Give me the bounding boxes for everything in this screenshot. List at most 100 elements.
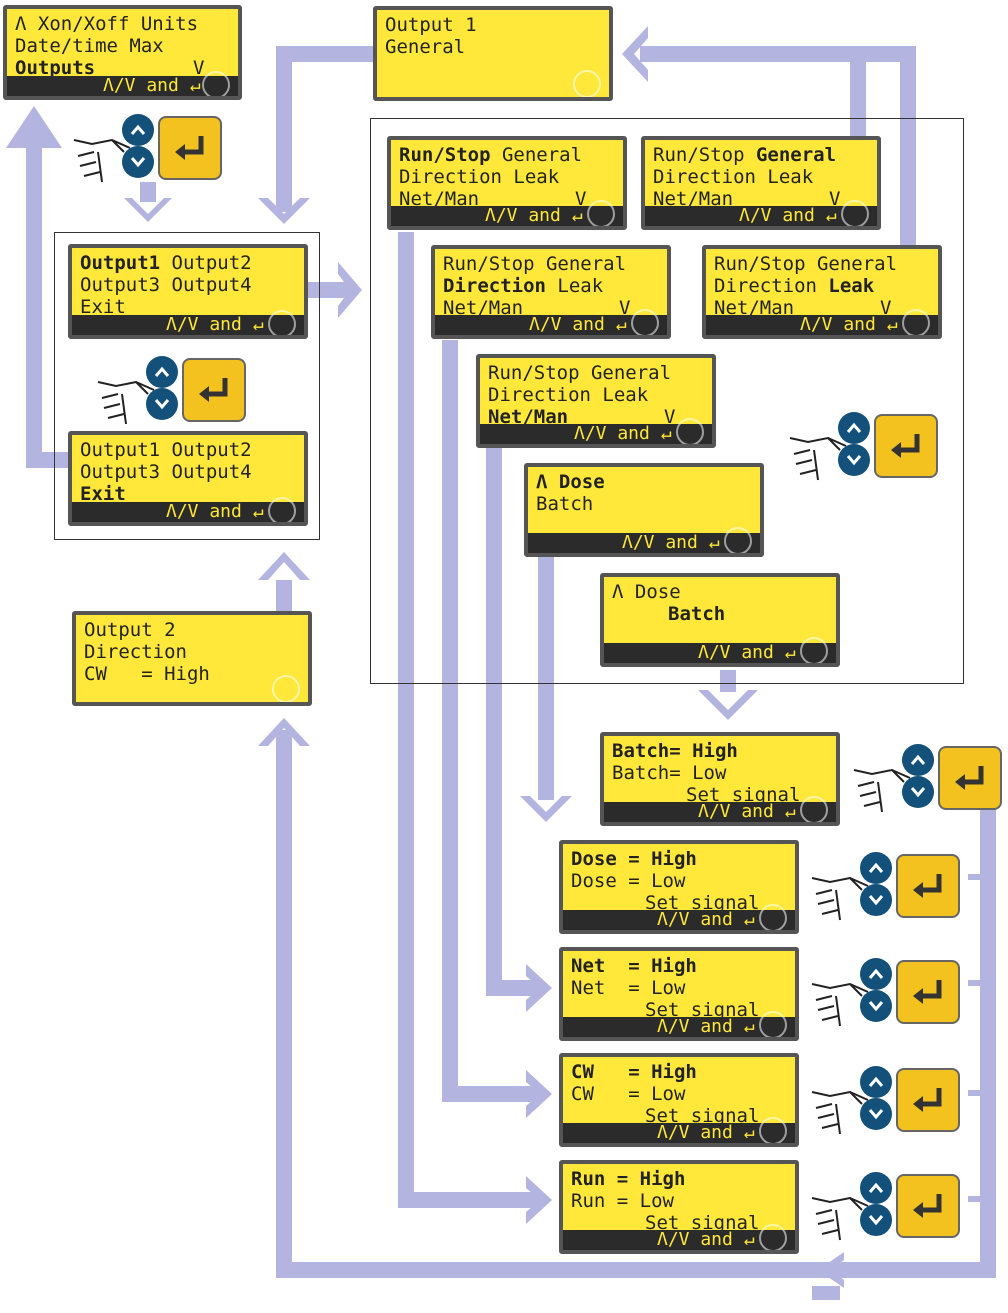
lcd-line: Date/time Max [15, 35, 164, 57]
option-output2: Output2 [160, 252, 252, 274]
lcd-line: Set signal [645, 999, 760, 1021]
enter-key-icon[interactable] [896, 1174, 960, 1238]
option-leak: Leak [828, 275, 875, 297]
up-arrow-key-icon[interactable] [860, 1066, 892, 1098]
enter-key-icon[interactable] [874, 414, 938, 478]
more-down-indicator: V [619, 297, 631, 319]
lcd-line: Run/Stop General [488, 362, 672, 384]
lcd-signal-batch: Batch= High Batch= Low Set signal Λ/V an… [600, 732, 840, 826]
pointing-hand-icon [811, 1196, 869, 1241]
down-arrow-key-icon[interactable] [860, 1098, 892, 1130]
lcd-line: Run/Stop General [443, 253, 627, 275]
nav-hint: Λ/V and ↵ [657, 1122, 755, 1143]
lcd-line: Λ Xon/Xoff Units [15, 13, 199, 35]
down-arrow-key-icon[interactable] [860, 884, 892, 916]
option-general: General [755, 144, 837, 166]
lcd-line-selected: Run = High [571, 1168, 686, 1190]
lcd-status-bar: Λ/V and ↵ [7, 76, 238, 96]
lcd-status-bar: Λ/V and ↵ [528, 533, 760, 553]
down-arrow-key-icon[interactable] [902, 776, 934, 808]
lcd-output1-general: Output 1 General [373, 6, 613, 101]
lcd-line: Net = Low [571, 977, 686, 999]
status-ring-icon [759, 1011, 787, 1037]
nav-hint: Λ/V and ↵ [574, 423, 672, 444]
down-arrow-key-icon[interactable] [122, 146, 154, 178]
up-arrow-key-icon[interactable] [902, 744, 934, 776]
status-ring-icon [759, 1224, 787, 1250]
lcd-fn-dose: Λ Dose Batch Λ/V and ↵ [524, 463, 764, 557]
status-ring-icon [800, 796, 828, 822]
lcd-line: Run/Stop General [653, 144, 836, 166]
lcd-signal-run: Run = High Run = Low Set signal Λ/V and … [559, 1160, 799, 1254]
nav-hint: Λ/V and ↵ [529, 314, 627, 335]
lcd-line: Output3 Output4 [80, 461, 252, 483]
down-arrow-key-icon[interactable] [838, 444, 870, 476]
nav-hint: Λ/V and ↵ [698, 642, 796, 663]
up-arrow-key-icon[interactable] [860, 958, 892, 990]
lcd-line-selected: Net/Man [488, 406, 569, 428]
option-leak: Leak [545, 275, 604, 297]
lcd-output-select-exit: Output1 Output2 Output3 Output4 Exit Λ/V… [68, 431, 308, 526]
lcd-fn-general: Run/Stop General Direction Leak Net/Man … [641, 136, 881, 230]
down-arrow-key-icon[interactable] [860, 1204, 892, 1236]
lcd-status-bar: Λ/V and ↵ [391, 206, 623, 226]
lcd-line: Direction Leak [443, 275, 603, 297]
lcd-line-selected: Batch [668, 603, 726, 625]
up-arrow-key-icon[interactable] [860, 1172, 892, 1204]
lcd-line: Run/Stop General [399, 144, 582, 166]
lcd-fn-leak: Run/Stop General Direction Leak Net/Man … [702, 245, 942, 339]
lcd-line: Direction [84, 641, 187, 663]
down-arrow-key-icon[interactable] [146, 388, 178, 420]
lcd-line: Λ Dose [612, 581, 681, 603]
output-select-frame [54, 232, 320, 540]
status-ring-icon [272, 675, 300, 702]
nav-hint: Λ/V and ↵ [103, 75, 201, 96]
lcd-line-selected: Exit [80, 483, 126, 505]
lcd-line: Net/Man [714, 297, 795, 319]
lcd-line: Run = Low [571, 1190, 674, 1212]
lcd-line: General [385, 36, 466, 58]
lcd-line: Output3 Output4 [80, 274, 252, 296]
lcd-signal-dose: Dose = High Dose = Low Set signal Λ/V an… [559, 840, 799, 934]
lcd-signal-cw: CW = High CW = Low Set signal Λ/V and ↵ [559, 1053, 799, 1147]
lcd-status-bar: Λ/V and ↵ [72, 315, 304, 335]
status-ring-icon [268, 497, 296, 522]
enter-key-icon[interactable] [896, 1068, 960, 1132]
up-arrow-key-icon[interactable] [146, 356, 178, 388]
status-ring-icon [676, 418, 704, 444]
lcd-line: Run/Stop General [714, 253, 898, 275]
lcd-status-bar: Λ/V and ↵ [706, 315, 938, 335]
lcd-line: Direction Leak [399, 166, 560, 188]
pointing-hand-icon [73, 138, 131, 183]
pointing-hand-icon [811, 876, 869, 921]
pointing-hand-icon [853, 768, 911, 813]
enter-key-icon[interactable] [896, 854, 960, 918]
lcd-line: Direction Leak [488, 384, 649, 406]
nav-hint: Λ/V and ↵ [698, 801, 796, 822]
nav-hint: Λ/V and ↵ [166, 501, 264, 522]
lcd-line: Direction Leak [653, 166, 814, 188]
lcd-line: Direction Leak [714, 275, 874, 297]
enter-key-icon[interactable] [158, 116, 222, 180]
enter-key-icon[interactable] [896, 960, 960, 1024]
status-ring-icon [587, 200, 615, 226]
keypad-control [810, 1172, 960, 1250]
lcd-status-bar: Λ/V and ↵ [563, 910, 795, 930]
status-ring-icon [759, 1117, 787, 1143]
lcd-line-selected: Net = High [571, 955, 697, 977]
option-direction: Direction [714, 275, 829, 297]
keypad-control [852, 744, 1002, 822]
lcd-line: Batch= Low [612, 762, 727, 784]
lcd-line-selected: Outputs [15, 57, 96, 79]
enter-key-icon[interactable] [938, 746, 1002, 810]
lcd-fn-direction: Run/Stop General Direction Leak Net/Man … [431, 245, 671, 339]
up-arrow-key-icon[interactable] [860, 852, 892, 884]
option-direction: Direction [443, 275, 546, 297]
nav-hint: Λ/V and ↵ [485, 205, 583, 226]
up-arrow-key-icon[interactable] [838, 412, 870, 444]
down-arrow-key-icon[interactable] [860, 990, 892, 1022]
up-arrow-key-icon[interactable] [122, 114, 154, 146]
nav-hint: Λ/V and ↵ [739, 205, 837, 226]
enter-key-icon[interactable] [182, 358, 246, 422]
